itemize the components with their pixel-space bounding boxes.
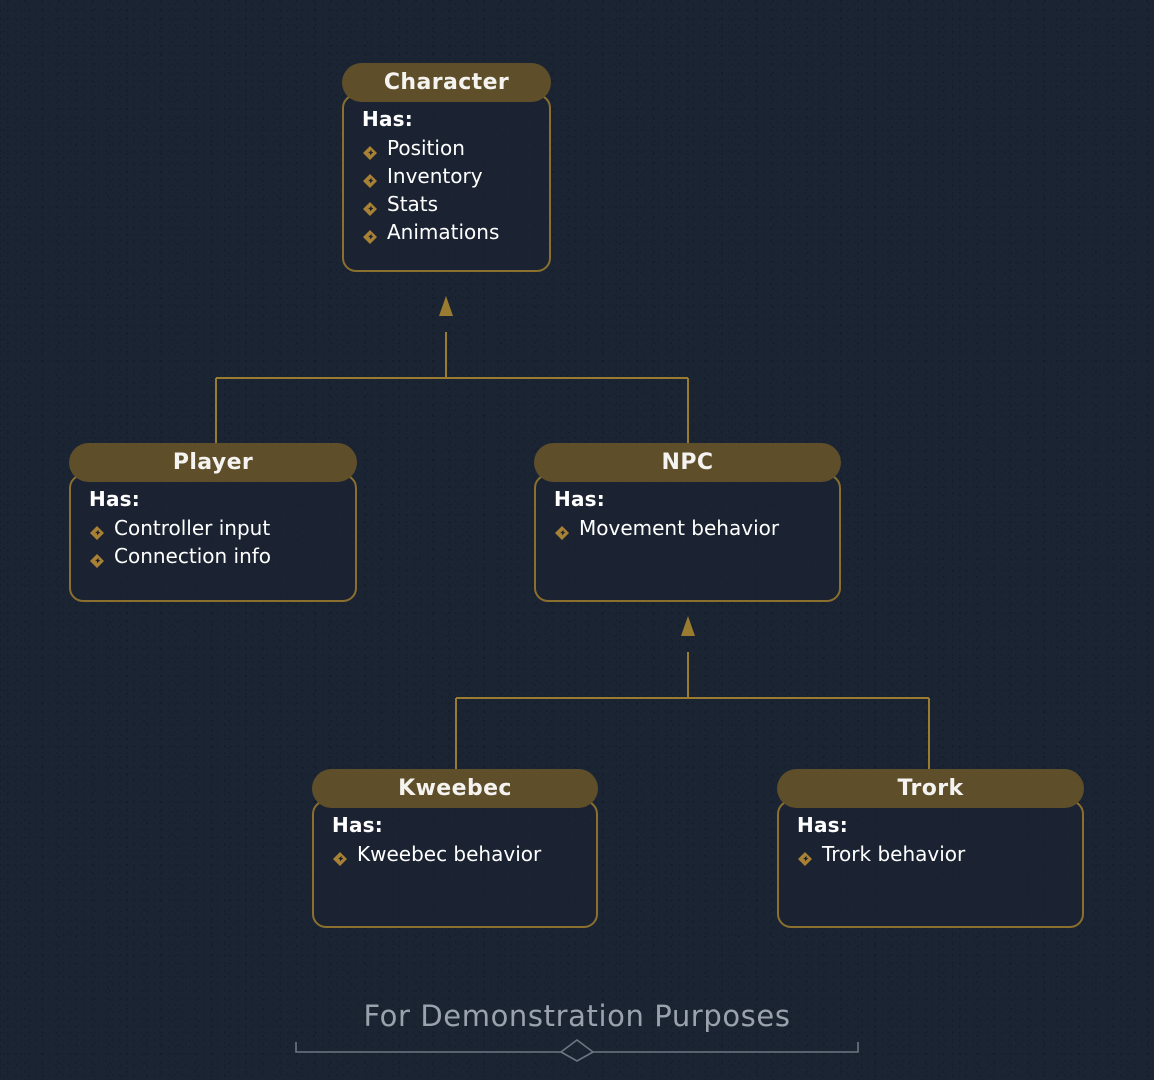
node-character-body: Has: Position Inventory [342,94,551,272]
lozenge-bullet-icon [362,196,378,216]
list-item: Connection info [89,542,341,570]
diamond-ornament-icon [295,1039,859,1062]
node-character-title: Character [383,70,510,95]
list-item: Controller input [89,514,341,542]
node-kweebec-body: Has: Kweebec behavior [312,800,598,928]
attribute-text: Kweebec behavior [357,842,542,866]
list-item: Trork behavior [797,840,1068,868]
lozenge-bullet-icon [362,224,378,244]
lozenge-bullet-icon [362,168,378,188]
node-kweebec-title: Kweebec [398,776,512,801]
list-item: Position [362,134,535,162]
node-character-has-label: Has: [362,107,413,131]
node-trork-attribute-list: Trork behavior [797,840,1068,868]
footer: For Demonstration Purposes [0,1002,1154,1062]
lozenge-bullet-icon [362,140,378,160]
node-npc-title: NPC [661,450,714,475]
node-trork-has-label: Has: [797,813,848,837]
lozenge-bullet-icon [332,846,348,866]
arrowhead-to-npc [681,616,695,636]
list-item: Inventory [362,162,535,190]
node-npc[interactable]: NPC Has: Movement behavior [534,443,841,602]
node-player[interactable]: Player Has: Controller input [69,443,357,602]
node-trork-title: Trork [897,776,964,801]
node-player-has-label: Has: [89,487,140,511]
node-trork-header[interactable]: Trork [777,769,1084,808]
attribute-text: Trork behavior [822,842,966,866]
footer-caption: For Demonstration Purposes [363,999,791,1033]
node-trork[interactable]: Trork Has: Trork behavior [777,769,1084,928]
node-kweebec-attribute-list: Kweebec behavior [332,840,582,868]
attribute-text: Position [387,136,465,160]
attribute-text: Controller input [114,516,271,540]
node-npc-body: Has: Movement behavior [534,474,841,602]
lozenge-bullet-icon [89,548,105,568]
node-player-attribute-list: Controller input Connection info [89,514,341,570]
edge-player-npc-to-character [215,332,689,443]
attribute-text: Animations [387,220,500,244]
node-npc-attribute-list: Movement behavior [554,514,825,542]
lozenge-bullet-icon [89,520,105,540]
node-character-header[interactable]: Character [342,63,551,102]
node-npc-header[interactable]: NPC [534,443,841,482]
list-item: Kweebec behavior [332,840,582,868]
lozenge-bullet-icon [554,520,570,540]
attribute-text: Stats [387,192,439,216]
attribute-text: Connection info [114,544,272,568]
list-item: Movement behavior [554,514,825,542]
node-character-attribute-list: Position Inventory Stats [362,134,535,246]
arrowhead-to-character [439,296,453,316]
node-player-title: Player [172,450,254,475]
node-kweebec[interactable]: Kweebec Has: Kweebec behavior [312,769,598,928]
attribute-text: Inventory [387,164,483,188]
node-player-body: Has: Controller input Connection info [69,474,357,602]
node-player-header[interactable]: Player [69,443,357,482]
node-character[interactable]: Character Has: Position Inv [342,63,551,272]
node-trork-body: Has: Trork behavior [777,800,1084,928]
list-item: Animations [362,218,535,246]
attribute-text: Movement behavior [579,516,780,540]
node-kweebec-header[interactable]: Kweebec [312,769,598,808]
node-kweebec-has-label: Has: [332,813,383,837]
node-npc-has-label: Has: [554,487,605,511]
lozenge-bullet-icon [797,846,813,866]
edge-kweebec-trork-to-npc [455,652,930,769]
list-item: Stats [362,190,535,218]
